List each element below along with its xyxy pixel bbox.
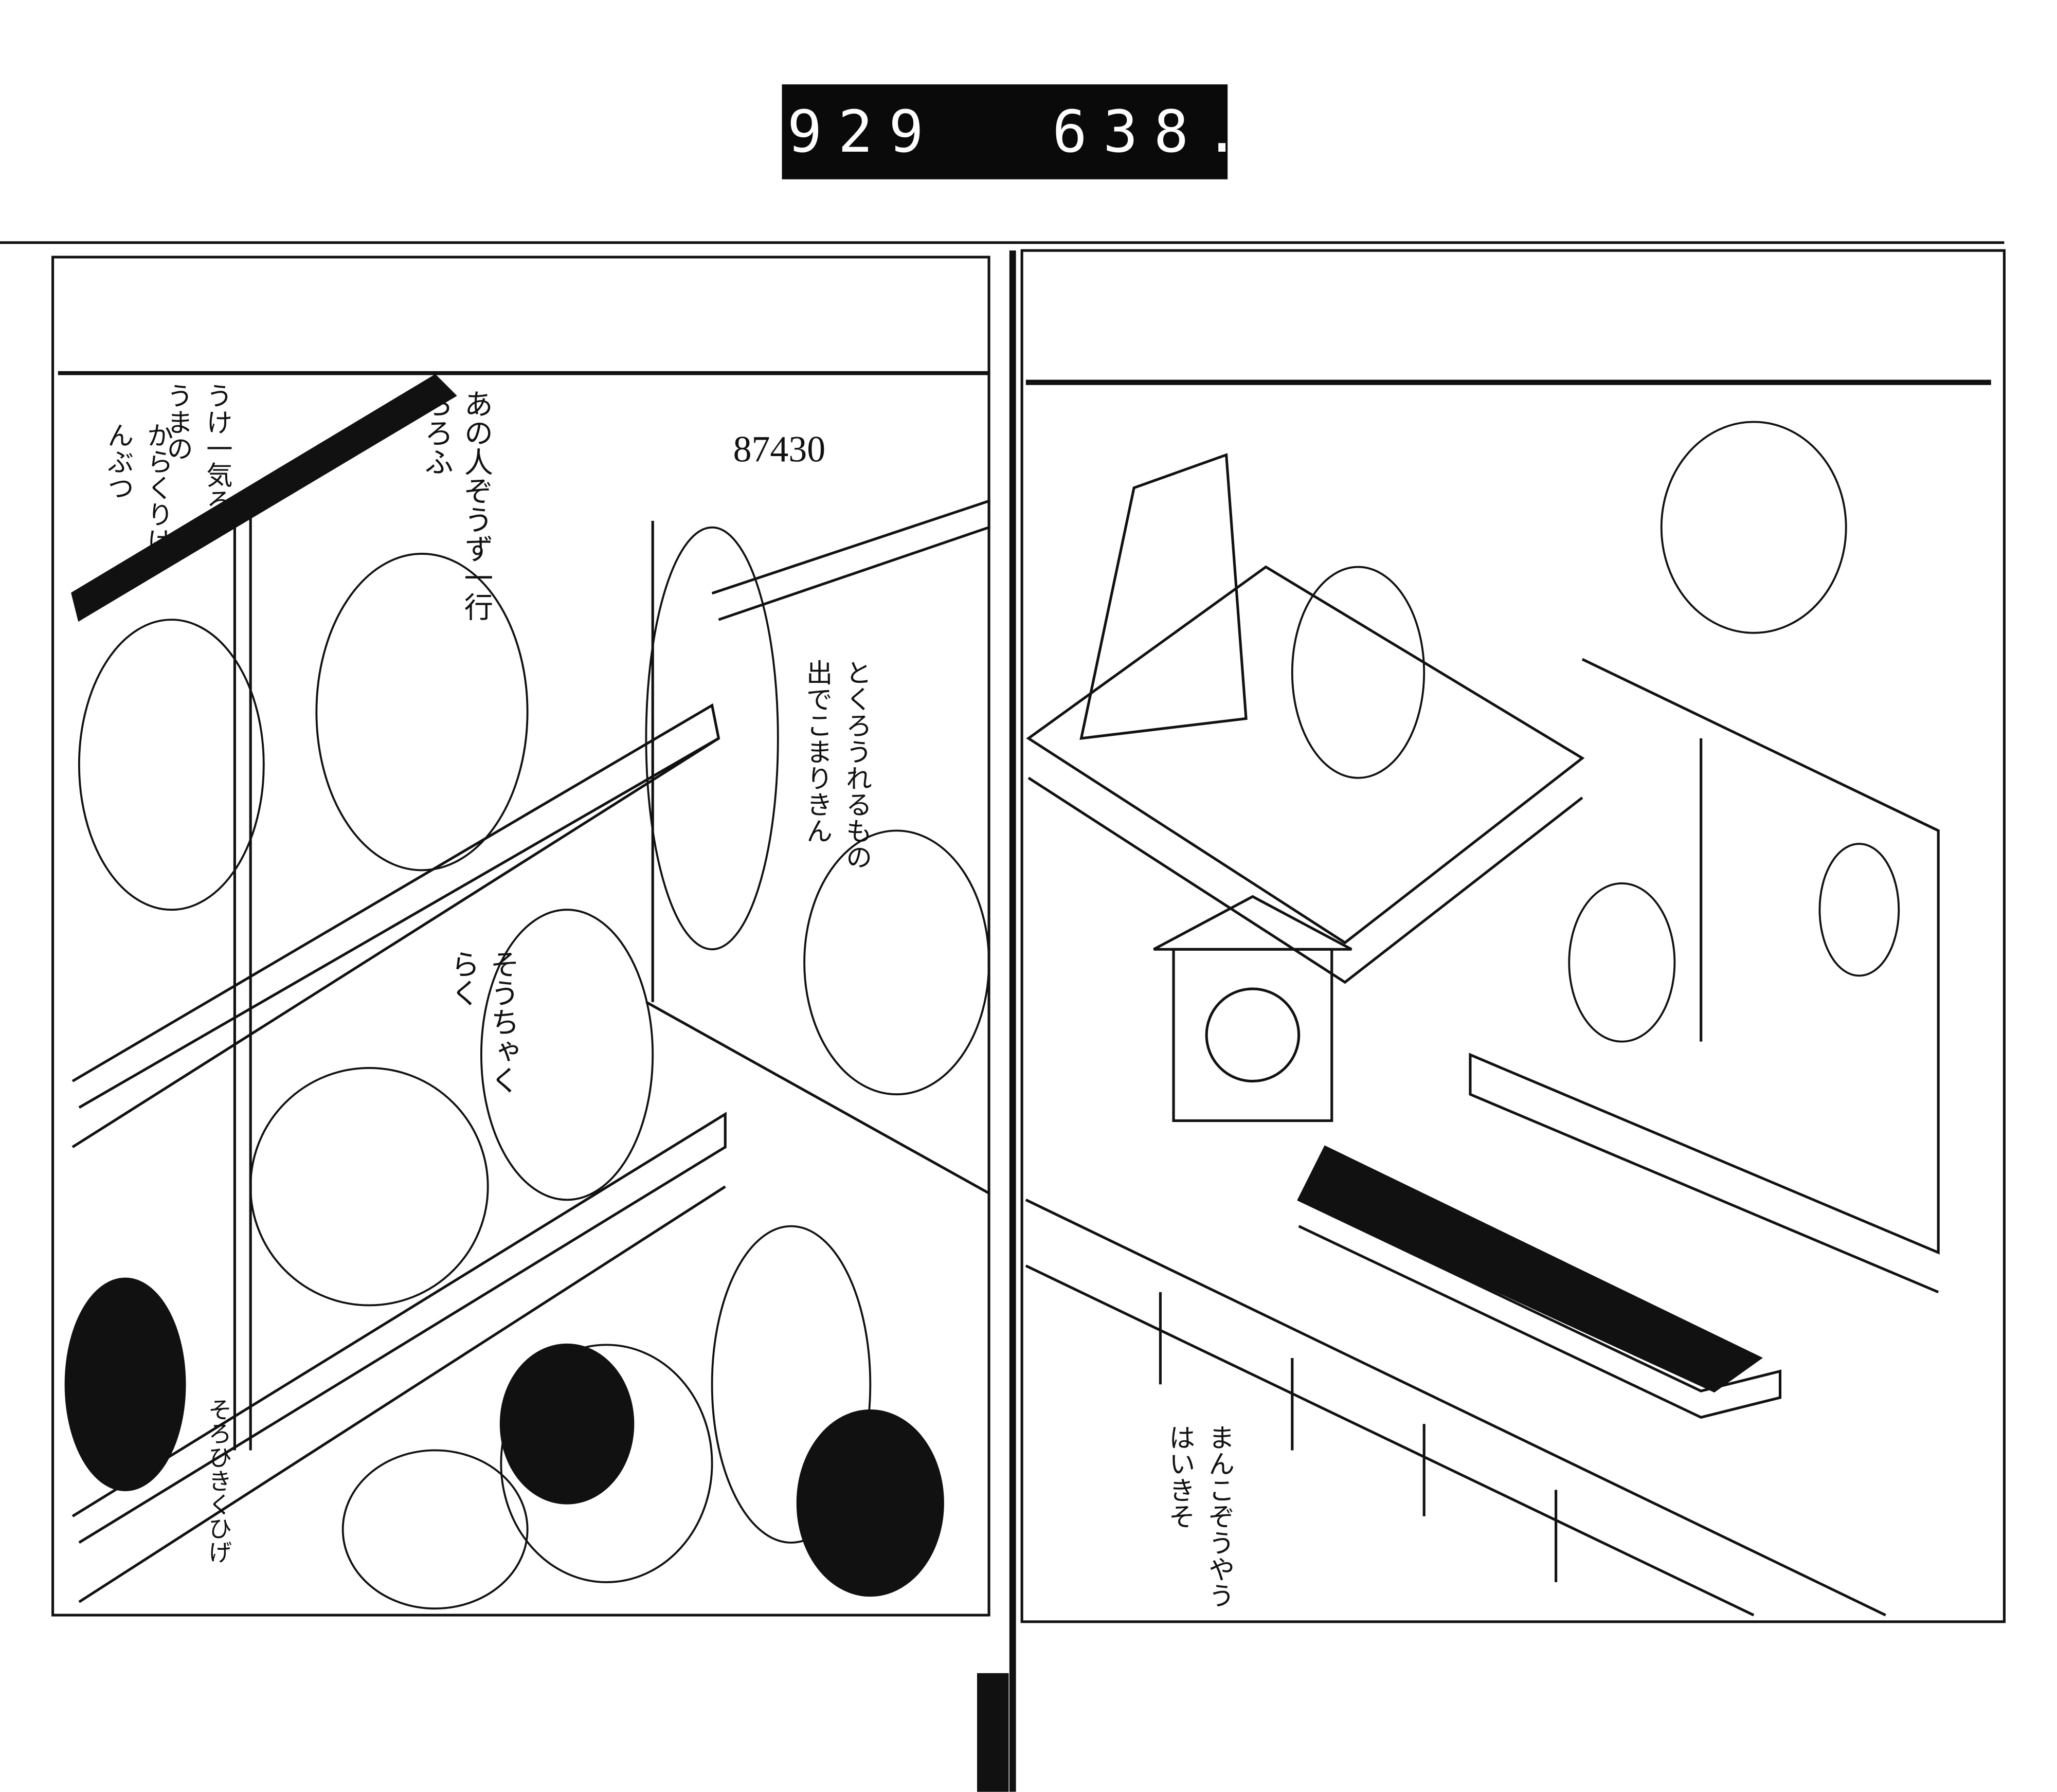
caption-upper-left-c: あの人ぞうず一行ちろふ: [419, 389, 492, 621]
caption-middle-left: そうちゃくらく: [445, 949, 518, 1095]
caption-center: とくろうれるもの出でこまりきん: [801, 659, 873, 871]
left-accession-number: 929: [787, 98, 940, 166]
accession-number-label: 929 638.: [782, 84, 1239, 179]
left-page-frame: [51, 256, 990, 1617]
right-accession-number: 638.: [1052, 98, 1255, 166]
library-stamp-number: 87430: [733, 429, 826, 471]
caption-upper-left-a: うけ一気ろうまの: [162, 382, 233, 514]
caption-lower-left: そろひきくひげ: [204, 1397, 232, 1564]
caption-lower-right: まんこぞうやうはいきそ: [1164, 1424, 1236, 1609]
right-page-frame: [1020, 249, 2006, 1623]
caption-upper-left-b: からくりけんぶつ: [102, 422, 174, 554]
